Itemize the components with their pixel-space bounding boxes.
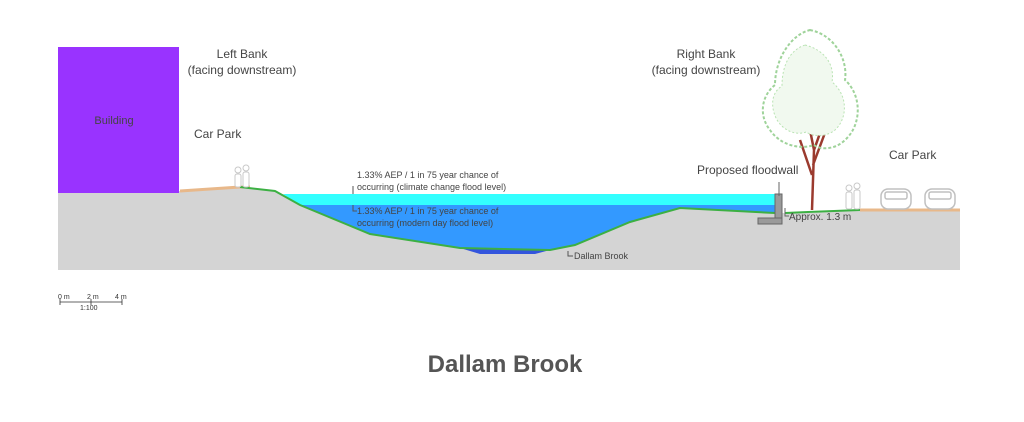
building-label: Building	[94, 115, 133, 127]
scale-tick-0: 0 m	[58, 294, 70, 301]
modern-flood-label-1: 1.33% AEP / 1 in 75 year chance of	[357, 206, 499, 216]
scale-ratio: 1:100	[80, 305, 98, 312]
approx-height-label: Approx. 1.3 m	[789, 212, 851, 223]
tree-icon	[761, 28, 859, 211]
climate-flood-label-1: 1.33% AEP / 1 in 75 year chance of	[357, 170, 499, 180]
car-icon	[924, 188, 956, 210]
modern-flood-label-2: occurring (modern day flood level)	[357, 218, 493, 228]
car-park-left-label: Car Park	[194, 127, 242, 141]
people-right-icon	[845, 182, 861, 210]
ground-section	[58, 187, 960, 270]
proposed-floodwall-label: Proposed floodwall	[697, 163, 798, 177]
bank-profile-line	[239, 186, 776, 252]
right-bank-grass	[784, 209, 861, 214]
climate-flood-label-2: occurring (climate change flood level)	[357, 182, 506, 192]
left-bank-label: Left Bank	[217, 47, 269, 61]
diagram-title: Dallam Brook	[428, 351, 583, 378]
scale-bar: 0 m 2 m 4 m 1:100	[58, 294, 127, 312]
scale-tick-4: 4 m	[115, 294, 127, 301]
right-bank-sublabel: (facing downstream)	[652, 63, 761, 77]
modern-flood-water	[300, 205, 775, 250]
brook-leader	[567, 251, 573, 257]
people-left-icon	[234, 164, 250, 188]
left-bank-sublabel: (facing downstream)	[188, 63, 297, 77]
scale-tick-2: 2 m	[87, 294, 99, 301]
brook-label: Dallam Brook	[574, 251, 629, 261]
right-bank-label: Right Bank	[677, 47, 737, 61]
building	[58, 47, 179, 193]
car-park-right-label: Car Park	[889, 148, 937, 162]
car-icon	[880, 188, 912, 210]
modern-flood-leader	[352, 205, 357, 212]
approx-height-leader	[784, 208, 789, 217]
